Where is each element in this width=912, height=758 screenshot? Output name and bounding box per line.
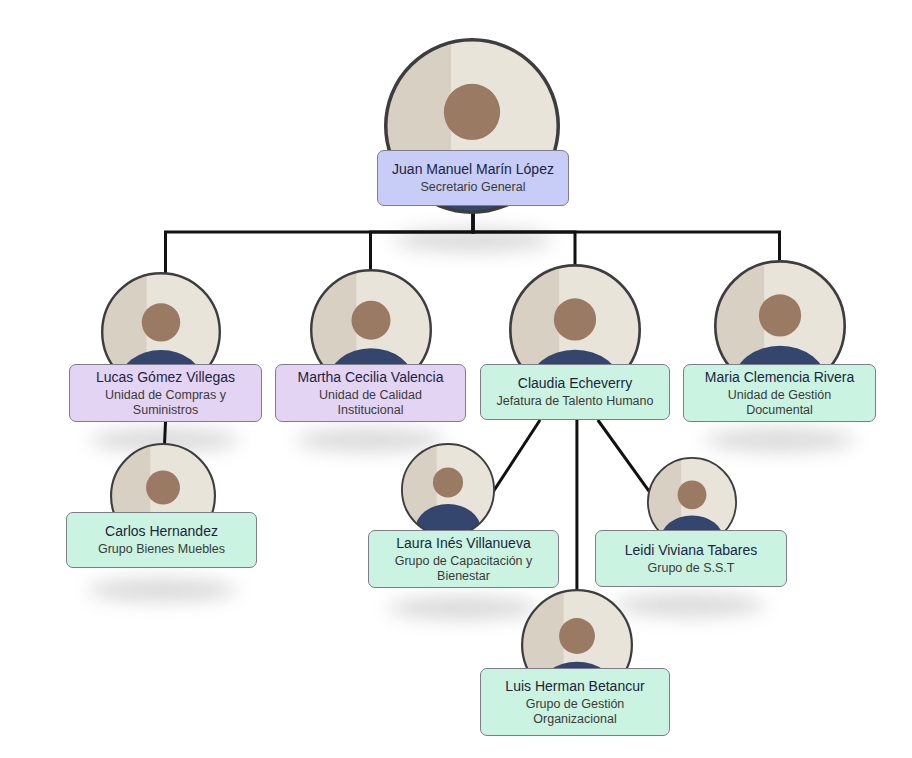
position-title: Grupo de Capacitación y Bienestar	[381, 554, 546, 584]
box-shadow	[388, 596, 538, 620]
person-box: Laura Inés VillanuevaGrupo de Capacitaci…	[368, 530, 559, 588]
person-box: Maria Clemencia RiveraUnidad de Gestión …	[683, 364, 876, 422]
person-name: Luis Herman Betancur	[505, 678, 644, 695]
person-box: Carlos HernandezGrupo Bienes Muebles	[66, 512, 257, 568]
portrait-photo	[384, 38, 560, 247]
position-title: Unidad de Gestión Documental	[705, 388, 855, 418]
box-shadow	[295, 428, 445, 452]
position-title: Secretario General	[421, 180, 526, 195]
position-title: Grupo Bienes Muebles	[98, 542, 225, 557]
person-name: Carlos Hernandez	[105, 523, 218, 540]
person-name: Juan Manuel Marín López	[392, 161, 554, 178]
person-box: Leidi Viviana TabaresGrupo de S.S.T	[595, 530, 787, 587]
person-name: Laura Inés Villanueva	[396, 535, 530, 552]
person-box: Martha Cecilia ValenciaUnidad de Calidad…	[275, 364, 466, 422]
person-box: Juan Manuel Marín LópezSecretario Genera…	[377, 150, 569, 206]
position-title: Grupo de Gestión Organizacional	[510, 697, 640, 727]
person-name: Martha Cecilia Valencia	[297, 369, 443, 386]
box-shadow	[87, 578, 237, 602]
position-title: Unidad de Compras y Suministros	[83, 388, 248, 418]
person-name: Claudia Echeverry	[518, 375, 632, 392]
position-title: Unidad de Calidad Institucional	[306, 388, 436, 418]
box-shadow	[615, 593, 765, 617]
person-name: Maria Clemencia Rivera	[705, 369, 854, 386]
person-box: Lucas Gómez VillegasUnidad de Compras y …	[69, 364, 262, 422]
box-shadow	[705, 428, 855, 452]
person-name: Leidi Viviana Tabares	[625, 542, 758, 559]
person-box: Luis Herman BetancurGrupo de Gestión Org…	[480, 668, 670, 736]
person-name: Lucas Gómez Villegas	[96, 369, 235, 386]
position-title: Grupo de S.S.T	[648, 561, 735, 576]
position-title: Jefatura de Talento Humano	[497, 394, 654, 409]
person-box: Claudia EcheverryJefatura de Talento Hum…	[480, 364, 670, 420]
